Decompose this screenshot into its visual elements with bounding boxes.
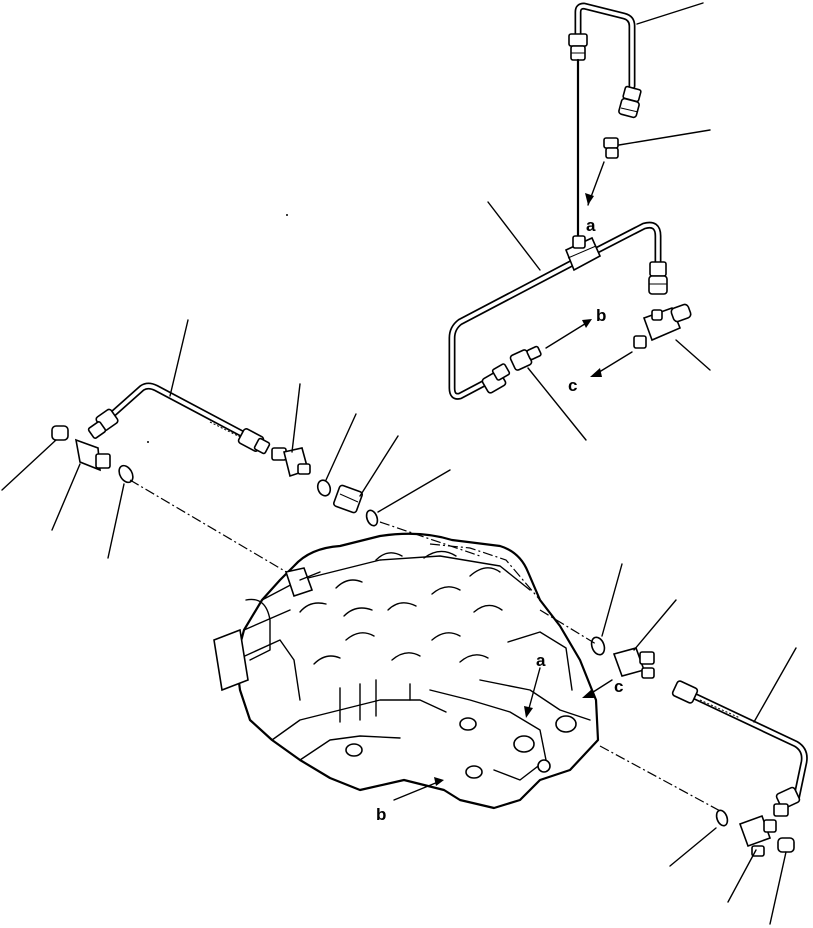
upper-connector (585, 129, 711, 206)
tee-pipe (448, 201, 668, 400)
arrow-a-valve (527, 667, 541, 713)
valve-fitting-left (284, 567, 321, 598)
left-o-ring (107, 464, 134, 559)
right-plug-bottom (769, 837, 795, 925)
left-pipe (87, 319, 271, 455)
tee-nut-right (648, 261, 668, 295)
right-upper-centerline (539, 609, 597, 645)
right-o-ring-bottom (669, 809, 729, 867)
label-b-top: b (596, 306, 606, 325)
middle-tee (271, 383, 311, 478)
right-pipe-nut-top (671, 680, 699, 704)
left-pipe-nut-right (237, 428, 271, 455)
tee-nut-left (481, 363, 511, 394)
middle-o-ring (316, 413, 357, 497)
valve-ports (299, 550, 503, 665)
right-o-ring-top (590, 563, 623, 656)
left-pipe-nut-left (87, 408, 119, 439)
valve-spools (339, 631, 591, 781)
arrow-b-valve (393, 781, 439, 801)
middle-centerline (379, 521, 481, 557)
left-plug (1, 425, 69, 491)
upper-pipe-leader (636, 2, 704, 25)
right-pipe-leader (753, 647, 797, 723)
left-pipe-leader (169, 319, 189, 397)
label-a-top: a (586, 216, 596, 235)
middle-o-ring-2 (365, 469, 451, 527)
left-elbow (51, 438, 111, 531)
right-pipe-nut-bottom (773, 786, 801, 817)
tee-block (564, 235, 602, 272)
upper-pipe-nut-right (618, 85, 642, 119)
arrow-c-valve (589, 679, 613, 695)
right-tee-fitting (612, 599, 677, 679)
elbow-c-top (590, 303, 711, 377)
connector-b-top (509, 319, 592, 441)
left-centerline (129, 479, 301, 581)
control-valve-body (213, 532, 600, 810)
right-lower-centerline (599, 745, 723, 813)
tee-pipe-leader (487, 201, 541, 271)
upper-pipe-nut-left (568, 33, 588, 61)
right-elbow-bottom (727, 814, 777, 903)
middle-connector (333, 435, 399, 514)
label-b-valve: b (376, 805, 386, 824)
label-a-valve: a (536, 651, 546, 670)
label-c-valve: c (614, 677, 623, 696)
upper-pipe (568, 2, 704, 238)
right-pipe (671, 647, 808, 817)
label-c-top: c (568, 376, 577, 395)
